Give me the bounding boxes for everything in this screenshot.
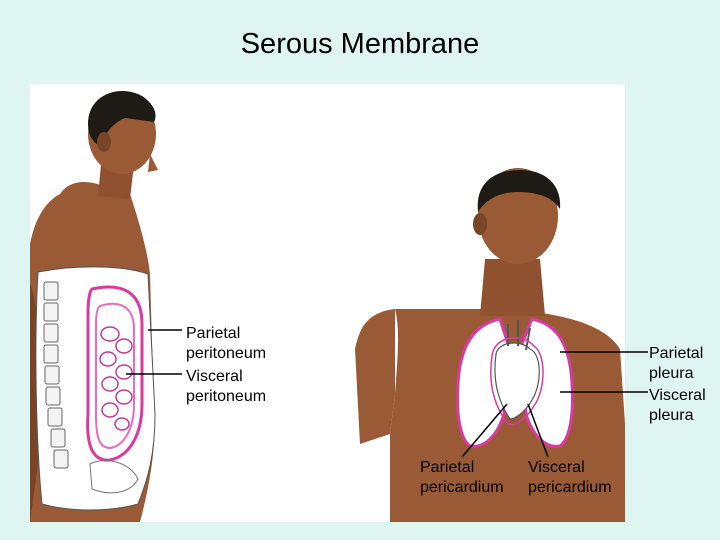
- pelvic-outline: [89, 460, 139, 494]
- right-lung: [520, 317, 574, 448]
- label-visceral-pericardium: Visceral pericardium: [528, 459, 612, 496]
- front-hair: [477, 170, 561, 212]
- label-visceral-peritoneum: Visceral peritoneum: [186, 368, 267, 405]
- left-lung: [456, 317, 510, 448]
- anatomy-illustration: [30, 91, 625, 522]
- label-visceral-pleura: Visceral pleura: [649, 387, 706, 424]
- visceral-peritoneum-line: [95, 302, 135, 450]
- side-ear: [97, 132, 111, 152]
- front-ear: [473, 213, 487, 235]
- front-view-figure: [355, 168, 625, 522]
- heart-vessels: [507, 320, 531, 351]
- parietal-peritoneum-line: [86, 285, 144, 462]
- slide-title: Serous Membrane: [240, 28, 480, 60]
- leader-parietal-pericardium: [461, 403, 508, 458]
- side-nose: [148, 154, 158, 172]
- label-parietal-pleura: Parietal pleura: [649, 345, 704, 382]
- label-parietal-peritoneum: Parietal peritoneum: [186, 325, 267, 362]
- front-neck: [480, 259, 545, 316]
- leader-visceral-pericardium: [527, 403, 549, 458]
- pericardium-outline: [490, 337, 544, 426]
- label-parietal-pericardium: Parietal pericardium: [420, 459, 504, 496]
- chest-left-shoulder: [355, 309, 395, 444]
- intestines: [99, 326, 133, 431]
- spine: [43, 281, 69, 469]
- heart: [494, 342, 540, 420]
- side-view-figure: [30, 91, 158, 522]
